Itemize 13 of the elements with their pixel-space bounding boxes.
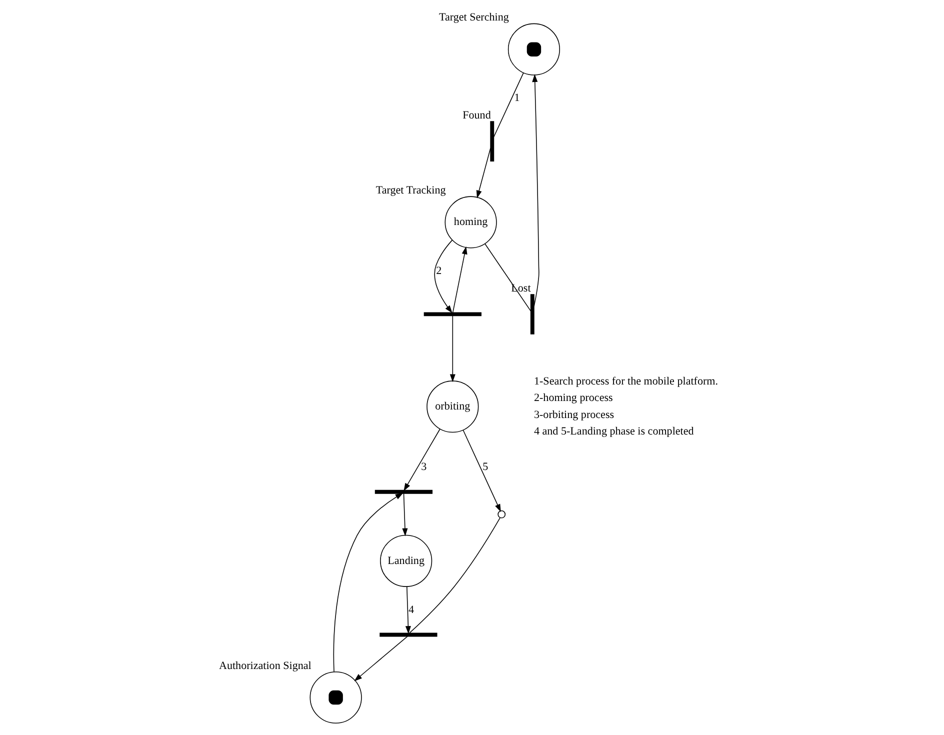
label: 1-Search process for the mobile platform. xyxy=(534,376,718,388)
label: 2-homing process xyxy=(534,392,613,404)
node-label: Found xyxy=(462,110,491,122)
node-label: Target Serching xyxy=(439,12,509,24)
node-label: Target Tracking xyxy=(376,184,446,197)
edge-label: 3 xyxy=(421,460,427,473)
edge-label: 1 xyxy=(514,92,520,104)
edge-label: 4 xyxy=(408,604,414,616)
label: 3-orbiting process xyxy=(534,408,614,421)
node-label: Authorization Signal xyxy=(218,660,312,672)
edge-label: 5 xyxy=(482,460,488,473)
label: 4 and 5-Landing phase is completed xyxy=(534,425,694,438)
edge-label: 2 xyxy=(436,265,442,278)
